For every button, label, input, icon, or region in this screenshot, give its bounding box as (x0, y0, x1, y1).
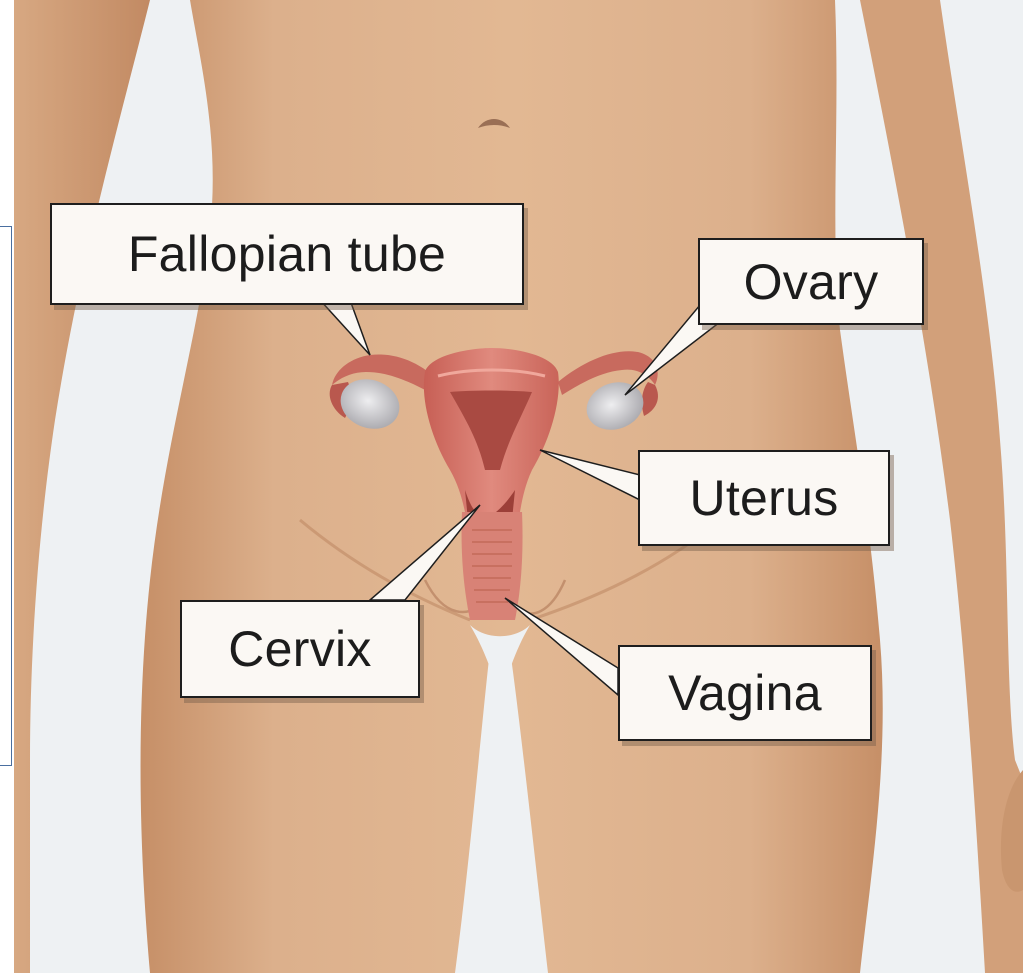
label-cervix-text: Cervix (228, 620, 371, 678)
label-vagina-text: Vagina (668, 664, 822, 722)
label-fallopian-tube: Fallopian tube (50, 203, 524, 305)
label-ovary: Ovary (698, 238, 924, 325)
label-uterus: Uterus (638, 450, 890, 546)
label-ovary-text: Ovary (744, 253, 879, 311)
left-frame-line (0, 226, 12, 766)
label-vagina: Vagina (618, 645, 872, 741)
label-uterus-text: Uterus (689, 469, 838, 527)
label-cervix: Cervix (180, 600, 420, 698)
label-fallopian-tube-text: Fallopian tube (128, 225, 446, 283)
